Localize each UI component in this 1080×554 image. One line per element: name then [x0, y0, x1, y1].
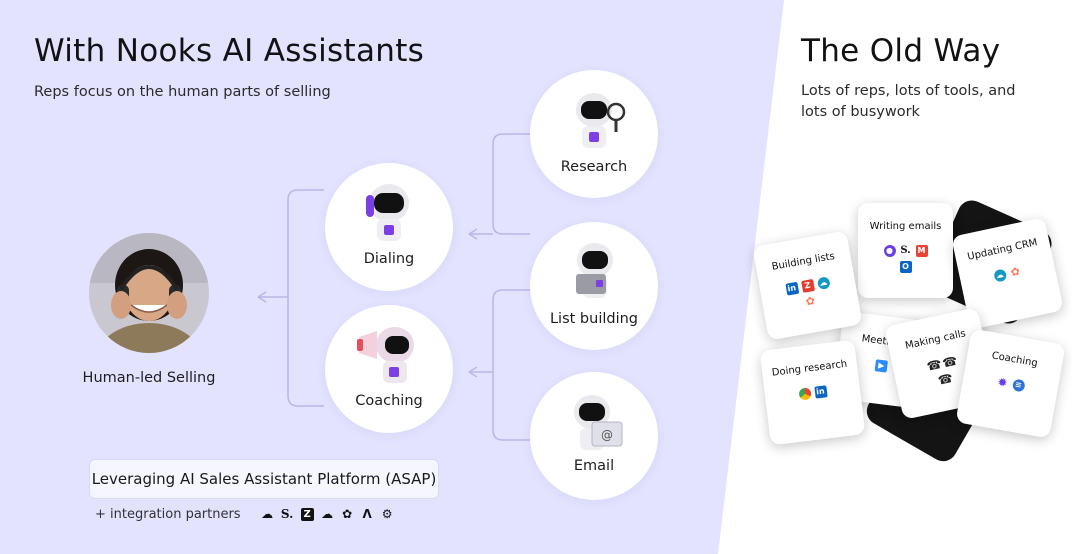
robot-laptop-icon — [576, 243, 613, 298]
writing-emails-card: Writing emails ● S. M O — [858, 203, 953, 298]
outlook-icon: O — [899, 261, 912, 273]
building-lists-title: Building lists — [771, 250, 836, 273]
list-building-label: List building — [549, 311, 639, 327]
old-way-subtitle: Lots of reps, lots of tools, and lots of… — [801, 81, 1016, 123]
human-avatar — [89, 233, 209, 353]
doing-research-title: Doing research — [771, 358, 848, 379]
doing-research-card: Doing research in — [759, 339, 866, 446]
zoominfo-icon: Z — [800, 279, 815, 293]
coaching-card-title: Coaching — [990, 350, 1039, 370]
old-way-title: The Old Way — [801, 33, 1001, 69]
robot-envelope-icon: @ — [574, 395, 623, 450]
linkedin-icon: in — [784, 281, 799, 296]
coaching-label: Coaching — [355, 393, 423, 409]
hubspot-icon: ✿ — [1008, 264, 1023, 280]
research-label: Research — [560, 159, 628, 175]
zoom-icon: ▶ — [874, 359, 888, 373]
cloud-icon: ☁ — [261, 506, 274, 521]
salesforce-icon: ☁ — [992, 268, 1007, 283]
asap-platform-box: Leveraging AI Sales Assistant Platform (… — [89, 459, 439, 499]
a-logo-icon: Λ — [362, 506, 372, 521]
robot-magnifier-icon — [576, 93, 626, 148]
chrome-icon — [797, 387, 812, 401]
robot-megaphone-icon — [357, 327, 414, 383]
person-photo — [89, 233, 209, 353]
email-node: @ Email — [530, 372, 658, 500]
svg-text:@: @ — [601, 428, 613, 442]
nooks-subtitle: Reps focus on the human parts of selling — [34, 84, 331, 100]
connector-lines — [257, 133, 530, 441]
phone-icon: ☎ — [941, 353, 959, 371]
gong-icon: ✹ — [995, 374, 1010, 391]
salesforce-icon: ☁ — [816, 276, 831, 291]
robot-phone-icon — [366, 184, 409, 241]
coaching-card: Coaching ✹ ≡ — [955, 328, 1066, 439]
integration-partners-label: + integration partners — [95, 506, 241, 522]
gear-logo-icon: ⚙ — [381, 506, 393, 521]
s-logo-icon: S. — [280, 506, 294, 521]
salesforce-icon: ☁ — [321, 506, 334, 521]
nooks-title: With Nooks AI Assistants — [34, 33, 425, 69]
coaching-node: Coaching — [325, 305, 453, 433]
human-led-selling-label: Human-led Selling — [82, 370, 216, 386]
phone-icon: ☎ — [936, 370, 955, 388]
old-way-subtitle-line-2: lots of busywork — [801, 104, 920, 120]
z-logo-icon: Z — [300, 507, 314, 521]
dialing-label: Dialing — [363, 251, 415, 267]
building-lists-card: Building lists in Z ☁ ✿ — [752, 230, 863, 341]
research-node: Research — [530, 70, 658, 198]
shield-icon: ● — [883, 245, 896, 257]
chorus-icon: ≡ — [1011, 378, 1026, 393]
gmail-icon: M — [915, 245, 928, 257]
hubspot-icon: ✿ — [342, 506, 353, 521]
writing-emails-title: Writing emails — [869, 221, 942, 232]
phone-icon: ☎ — [925, 356, 943, 374]
old-way-subtitle-line-1: Lots of reps, lots of tools, and — [801, 83, 1016, 99]
dialing-node: Dialing — [325, 163, 453, 291]
integration-partners-row: + integration partners ☁ S. Z ☁ ✿ Λ ⚙ — [95, 505, 394, 523]
email-label: Email — [573, 458, 615, 474]
linkedin-icon: in — [813, 385, 828, 399]
s-logo-icon: S. — [899, 245, 912, 257]
list-building-node: List building — [530, 222, 658, 350]
hubspot-icon: ✿ — [803, 294, 818, 309]
